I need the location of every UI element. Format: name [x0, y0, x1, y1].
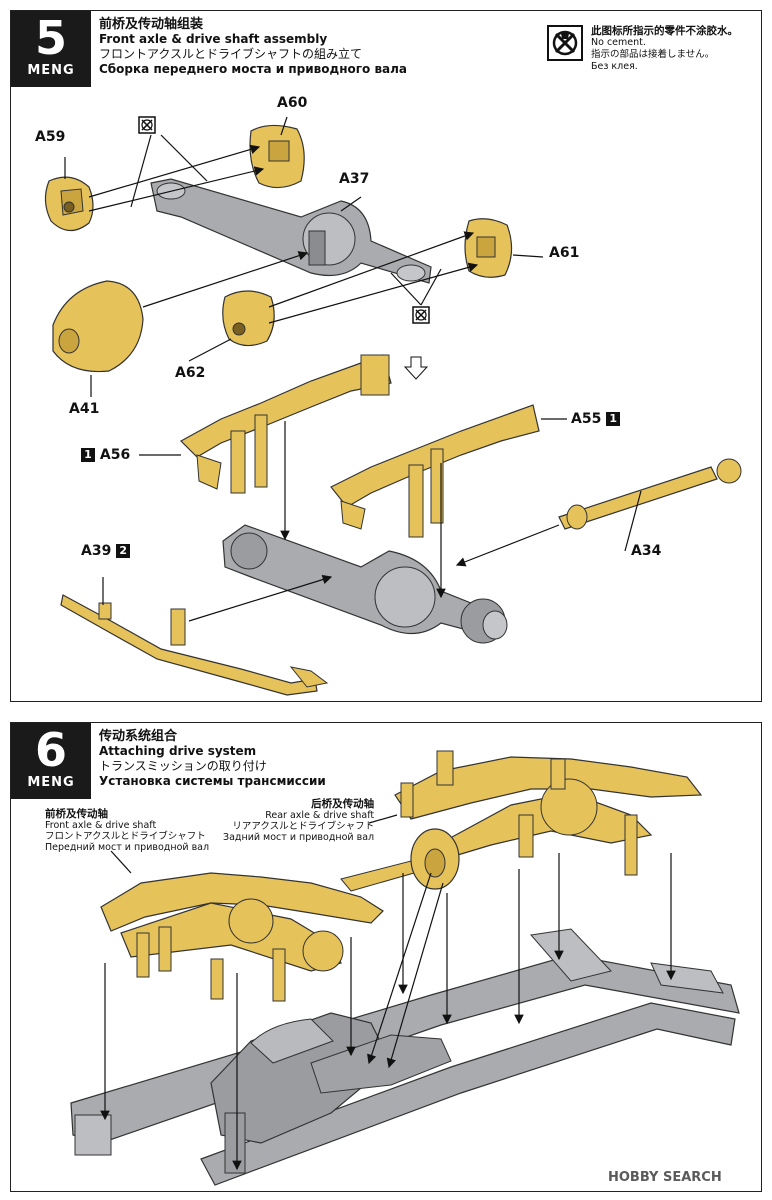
part-a55 [330, 404, 540, 538]
part-a60 [249, 124, 305, 189]
no-cement-icon-small-1 [138, 116, 156, 134]
part-a56 [180, 354, 392, 494]
assembly-arrows-top [88, 134, 479, 324]
no-cement-ja: 指示の部品は接着しません。 [591, 49, 715, 60]
label-a34: A34 [631, 543, 662, 559]
rear-en: Rear axle & drive shaft [265, 810, 375, 821]
rear-axle-assembly [394, 750, 703, 890]
step-5-badge: 5 MENG [11, 11, 91, 87]
label-a56: 1 A56 [81, 447, 130, 463]
part-a62 [222, 290, 275, 347]
title-en: Attaching drive system [99, 744, 257, 758]
label-a37: A37 [339, 171, 370, 187]
label-a41: A41 [69, 401, 100, 417]
rear-zh: 后桥及传动轴 [311, 798, 375, 810]
front-axle-assembly [100, 860, 422, 1002]
front-ru: Передний мост и приводной вал [45, 842, 210, 853]
part-a41 [52, 280, 144, 373]
a39-text: A39 [81, 543, 112, 559]
front-axle-label: 前桥及传动轴 Front axle & drive shaft フロントアクスル… [45, 808, 210, 854]
step-5-title: 前桥及传动轴组装 Front axle & drive shaft assemb… [99, 17, 407, 77]
a39-quantity-badge: 2 [116, 544, 131, 558]
step-number: 5 [34, 11, 67, 65]
front-en: Front axle & drive shaft [45, 820, 157, 831]
front-ja: フロントアクスルとドライブシャフト [45, 831, 206, 842]
a55-text: A55 [571, 411, 602, 427]
a56-quantity-badge: 1 [81, 448, 95, 462]
title-ja: フロントアクスルとドライブシャフトの組み立て [99, 47, 363, 61]
step-number: 6 [34, 723, 67, 777]
watermark: HOBBY SEARCH [608, 1170, 722, 1185]
label-a55: A55 1 [571, 411, 621, 427]
part-a34 [558, 458, 742, 530]
no-cement-zh: 此图标所指示的零件不涂胶水。 [591, 25, 738, 37]
step-6-illustration [70, 750, 740, 1186]
a55-quantity-badge: 1 [606, 412, 621, 426]
part-a37 [150, 178, 432, 284]
title-zh: 前桥及传动轴组装 [99, 17, 204, 32]
brand-logo: MENG [27, 775, 75, 790]
title-ja: トランスミッションの取り付け [99, 759, 267, 773]
step-5-panel: 5 MENG 前桥及传动轴组装 Front axle & drive shaft… [10, 10, 762, 702]
down-arrow-icon [403, 356, 429, 380]
label-a60: A60 [277, 95, 308, 111]
title-zh: 传动系统组合 [99, 729, 178, 744]
no-cement-icon-small-2 [412, 306, 430, 324]
label-a62: A62 [175, 365, 206, 381]
rear-axle-label: 后桥及传动轴 Rear axle & drive shaft リアアクスルとドラ… [223, 798, 375, 844]
rear-ja: リアアクスルとドライブシャフト [232, 821, 375, 832]
a56-text: A56 [99, 447, 131, 463]
brand-logo: MENG [27, 63, 75, 78]
part-a61 [464, 218, 513, 278]
front-zh: 前桥及传动轴 [45, 808, 108, 820]
title-ru: Сборка переднего моста и приводного вала [99, 62, 408, 76]
step-5-illustration [44, 116, 742, 696]
step-6-badge: 6 MENG [11, 723, 91, 799]
no-cement-en: No cement. [591, 37, 646, 48]
label-a61: A61 [549, 245, 580, 261]
rear-ru: Задний мост и приводной вал [223, 832, 375, 843]
step-6-title: 传动系统组合 Attaching drive system トランスミッションの… [99, 729, 326, 789]
no-cement-ru: Без клея. [591, 61, 638, 72]
no-cement-icon [547, 25, 583, 61]
label-a39: A39 2 [81, 543, 131, 559]
step-6-panel: 6 MENG 传动系统组合 Attaching drive system トラン… [10, 722, 762, 1192]
assembled-front-axle [222, 524, 508, 644]
title-ru: Установка системы трансмиссии [99, 774, 326, 788]
part-a59 [44, 176, 94, 232]
label-a59: A59 [35, 129, 66, 145]
title-en: Front axle & drive shaft assembly [99, 32, 328, 46]
part-a39 [60, 594, 329, 696]
assembly-arrows-bottom [64, 116, 642, 622]
assembly-arrows-step6 [100, 814, 676, 1171]
